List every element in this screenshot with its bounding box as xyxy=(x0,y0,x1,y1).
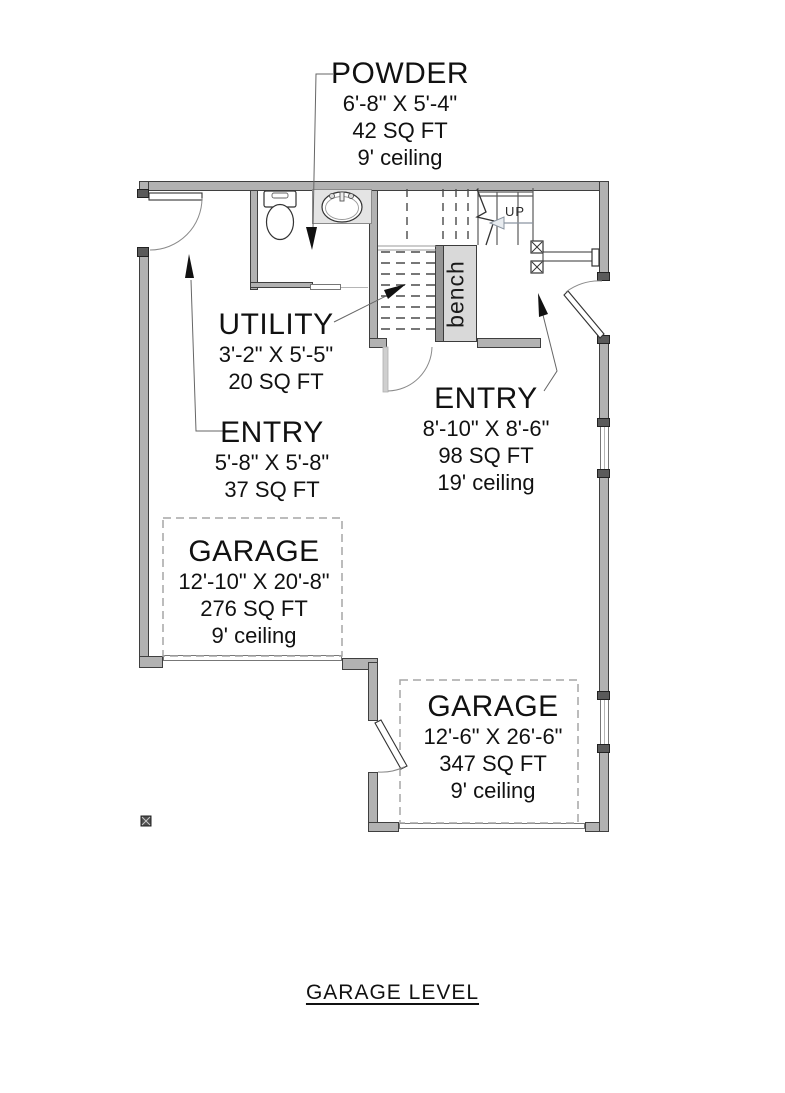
room-area: 276 SQ FT xyxy=(200,596,308,621)
stair-railing xyxy=(530,240,600,274)
room-dims: 8'-10" X 8'-6" xyxy=(422,416,550,441)
room-area: 42 SQ FT xyxy=(352,118,448,143)
window-entry-sill-bottom xyxy=(597,469,610,478)
stair-treads-dashed-upper xyxy=(406,189,469,245)
room-name: ENTRY xyxy=(434,382,538,415)
room-area: 347 SQ FT xyxy=(439,751,547,776)
parking-outline-rear-garage xyxy=(399,679,579,824)
room-dims: 12'-10" X 20'-8" xyxy=(178,569,330,594)
room-name: UTILITY xyxy=(218,308,334,341)
room-label-garage-front: GARAGE 12'-10" X 20'-8" 276 SQ FT 9' cei… xyxy=(144,535,364,649)
room-name: GARAGE xyxy=(188,535,320,568)
room-dims: 3'-2" X 5'-5" xyxy=(218,342,334,367)
powder-door-track xyxy=(341,287,368,288)
leader-entry-small xyxy=(185,254,224,432)
front-door-jamb-bottom xyxy=(597,335,610,344)
window-garage-glazing xyxy=(604,699,605,744)
room-label-powder: POWDER 6'-8" X 5'-4" 42 SQ FT 9' ceiling xyxy=(290,57,510,171)
leader-utility xyxy=(333,284,406,323)
side-entry-door xyxy=(148,192,203,251)
wall-bottom-left-corner xyxy=(139,656,163,668)
leader-entry-main xyxy=(538,293,558,392)
stair-edge-lines xyxy=(378,245,436,251)
garage-side-door xyxy=(374,719,408,773)
room-ceiling: 19' ceiling xyxy=(437,470,535,495)
room-label-entry-small: ENTRY 5'-8" X 5'-8" 37 SQ FT xyxy=(162,416,382,503)
room-label-garage-rear: GARAGE 12'-6" X 26'-6" 347 SQ FT 9' ceil… xyxy=(383,690,603,804)
bench-back xyxy=(436,246,444,341)
toilet xyxy=(263,190,297,241)
room-dims: 12'-6" X 26'-6" xyxy=(423,724,563,749)
front-entry-door xyxy=(563,280,605,339)
entry-bench: bench xyxy=(435,245,477,342)
room-ceiling: 9' ceiling xyxy=(450,778,536,803)
side-door-jamb-bottom xyxy=(137,247,149,257)
stair-treads-dashed-utility xyxy=(381,251,436,330)
room-ceiling: 9' ceiling xyxy=(211,623,297,648)
room-name: GARAGE xyxy=(427,690,559,723)
room-ceiling: 9' ceiling xyxy=(357,145,443,170)
wall-stair-bottom-left xyxy=(369,338,387,348)
powder-pocket-door xyxy=(310,284,341,290)
room-area: 98 SQ FT xyxy=(438,443,534,468)
placeholder-marker-icon xyxy=(140,815,152,827)
room-label-entry-main: ENTRY 8'-10" X 8'-6" 98 SQ FT 19' ceilin… xyxy=(376,382,596,496)
window-garage-sill-top xyxy=(597,691,610,700)
window-entry-glazing xyxy=(604,425,605,471)
window-garage-sill-bottom xyxy=(597,744,610,753)
stair-break-line xyxy=(475,188,495,246)
front-door-jamb-top xyxy=(597,272,610,281)
wall-step-vertical-upper xyxy=(368,662,378,721)
window-entry-sill-top xyxy=(597,418,610,427)
plan-title: GARAGE LEVEL xyxy=(305,981,480,1004)
utility-door xyxy=(382,346,433,393)
room-name: ENTRY xyxy=(220,416,324,449)
parking-outline-front-garage xyxy=(162,517,343,657)
wall-stair-bottom-right xyxy=(477,338,541,348)
sink xyxy=(321,191,363,223)
room-label-utility: UTILITY 3'-2" X 5'-5" 20 SQ FT xyxy=(166,308,386,395)
wall-bottom-rear-left-post xyxy=(368,822,399,832)
up-arrow xyxy=(488,216,533,230)
leader-powder xyxy=(306,73,333,250)
room-area: 37 SQ FT xyxy=(224,477,320,502)
room-area: 20 SQ FT xyxy=(228,369,324,394)
room-name: POWDER xyxy=(331,57,469,90)
room-dims: 6'-8" X 5'-4" xyxy=(342,91,458,116)
stairs-up-label: UP xyxy=(505,204,526,219)
wall-powder-left xyxy=(250,190,258,290)
room-dims: 5'-8" X 5'-8" xyxy=(214,450,330,475)
